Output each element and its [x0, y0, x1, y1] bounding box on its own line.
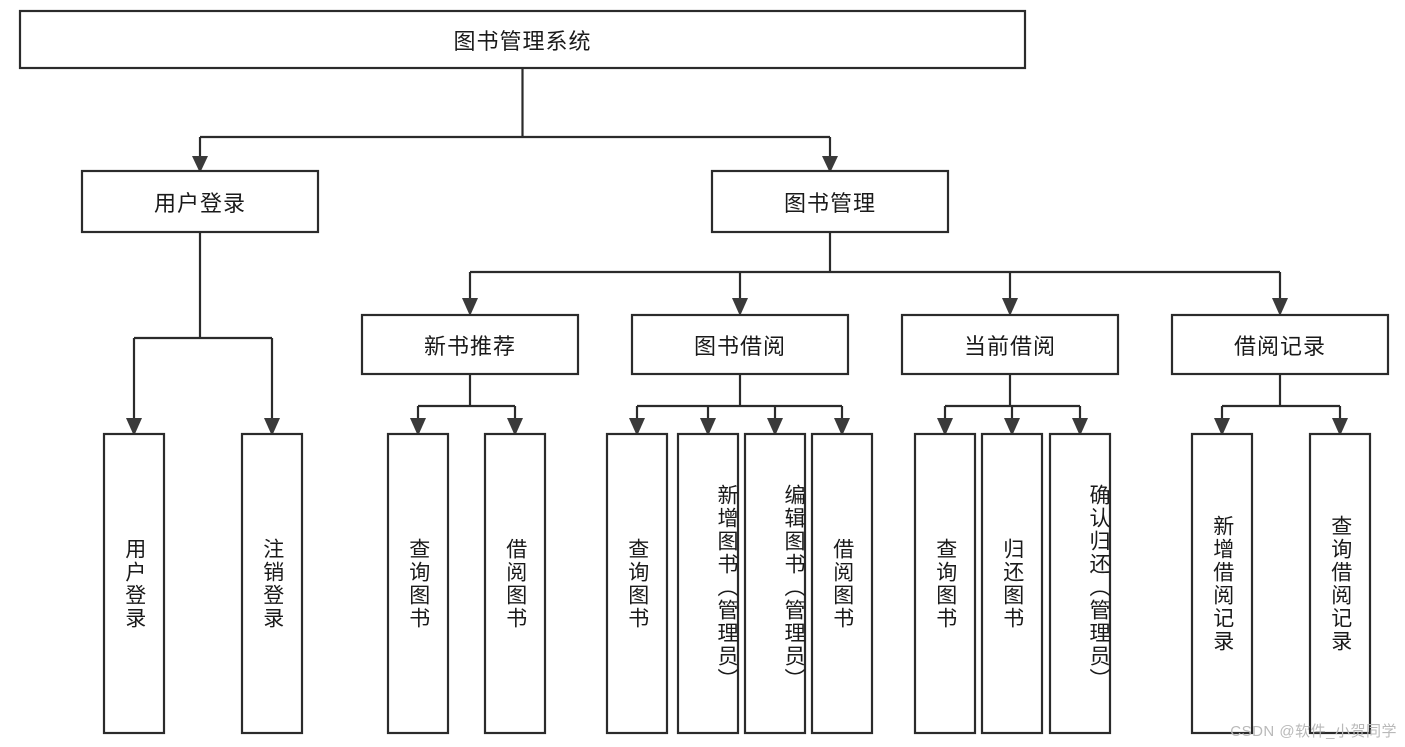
arrow-head-icon	[264, 418, 280, 436]
node-box-leaf-logout[interactable]	[240, 432, 304, 735]
arrow-head-icon	[629, 418, 645, 436]
node-box-current-borrow[interactable]	[900, 313, 1120, 376]
node-box-leaf-return-book[interactable]	[980, 432, 1044, 735]
arrow-head-icon	[126, 418, 142, 436]
arrow-head-icon	[732, 298, 748, 316]
node-box-leaf-edit-book[interactable]	[743, 432, 807, 735]
arrow-head-icon	[507, 418, 523, 436]
node-box-leaf-confirm-return[interactable]	[1048, 432, 1112, 735]
node-box-book-borrow[interactable]	[630, 313, 850, 376]
connector-group-book-manage	[462, 232, 1288, 316]
connector-group-borrow-record	[1214, 374, 1348, 436]
arrow-head-icon	[410, 418, 426, 436]
connector-group-book-borrow	[629, 374, 850, 436]
arrow-head-icon	[822, 156, 838, 173]
connector-group-root	[192, 68, 838, 173]
node-box-leaf-borrow-book-1[interactable]	[483, 432, 547, 735]
arrow-head-icon	[1332, 418, 1348, 436]
node-box-new-book-recommend[interactable]	[360, 313, 580, 376]
arrow-head-icon	[192, 156, 208, 173]
node-box-leaf-query-book-2[interactable]	[605, 432, 669, 735]
arrow-head-icon	[937, 418, 953, 436]
arrow-head-icon	[1072, 418, 1088, 436]
node-box-leaf-query-book-1[interactable]	[386, 432, 450, 735]
arrow-head-icon	[1004, 418, 1020, 436]
connector-group-current-borrow	[937, 374, 1088, 436]
arrow-head-icon	[700, 418, 716, 436]
node-box-leaf-user-login[interactable]	[102, 432, 166, 735]
node-box-borrow-record[interactable]	[1170, 313, 1390, 376]
node-box-root[interactable]	[18, 9, 1027, 70]
node-box-leaf-query-book-3[interactable]	[913, 432, 977, 735]
connector-group-new-book-recommend	[410, 374, 523, 436]
node-box-book-manage[interactable]	[710, 169, 950, 234]
node-box-user-login[interactable]	[80, 169, 320, 234]
node-box-leaf-add-record[interactable]	[1190, 432, 1254, 735]
watermark-text: CSDN @软件_小贺同学	[1230, 723, 1397, 740]
node-box-leaf-add-book[interactable]	[676, 432, 740, 735]
arrow-head-icon	[1272, 298, 1288, 316]
arrow-head-icon	[767, 418, 783, 436]
connector-group-user-login	[126, 232, 280, 436]
node-box-leaf-borrow-book-2[interactable]	[810, 432, 874, 735]
arrow-head-icon	[1002, 298, 1018, 316]
arrow-head-icon	[1214, 418, 1230, 436]
arrow-head-icon	[834, 418, 850, 436]
arrow-head-icon	[462, 298, 478, 316]
node-box-leaf-query-record[interactable]	[1308, 432, 1372, 735]
